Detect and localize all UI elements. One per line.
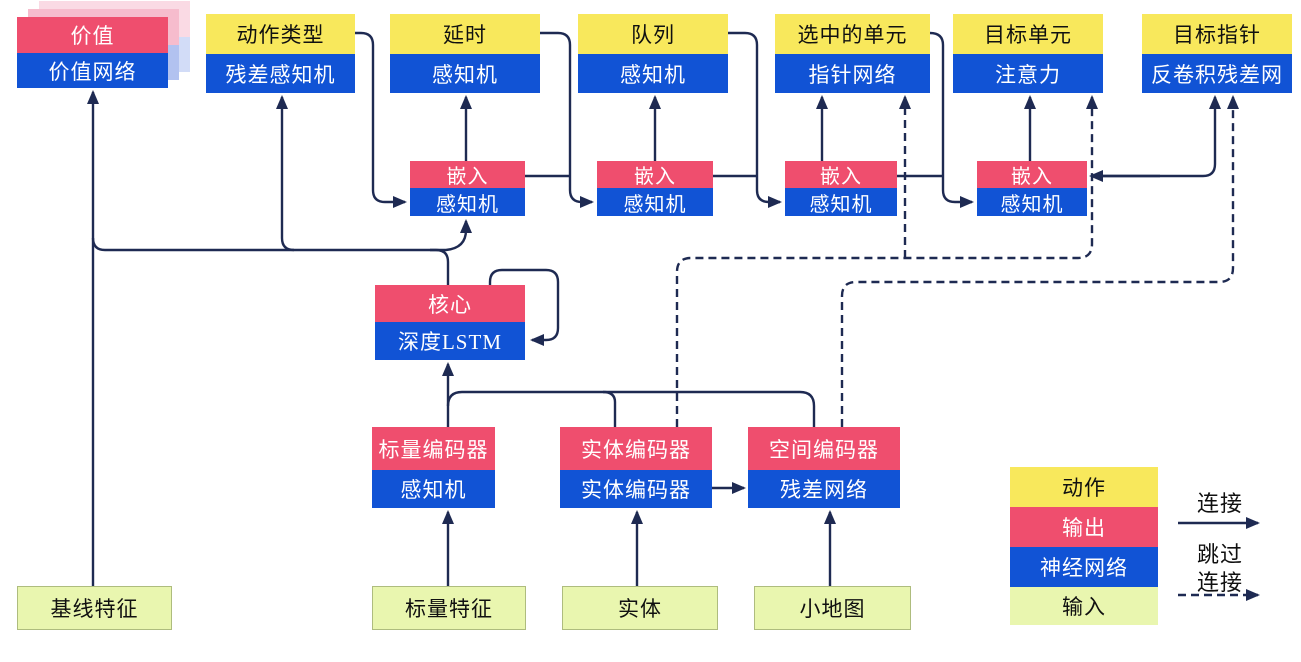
target-unit-label: 目标单元	[953, 14, 1103, 54]
node-entity-encoder: 实体编码器 实体编码器	[560, 427, 712, 508]
node-delay-head: 延时 感知机	[390, 14, 540, 93]
action-type-label: 动作类型	[206, 14, 355, 54]
delay-label: 延时	[390, 14, 540, 54]
node-core: 核心 深度LSTM	[375, 285, 525, 360]
legend-skip-label-line1: 跳过	[1196, 542, 1243, 567]
embedding-4-label: 嵌入	[977, 161, 1087, 188]
node-spatial-encoder: 空间编码器 残差网络	[748, 427, 900, 508]
action-type-network-label: 残差感知机	[206, 54, 355, 93]
legend-output-label: 输出	[1010, 507, 1158, 547]
legend-connection-label: 连接	[1196, 491, 1243, 516]
spatial-encoder-network-label: 残差网络	[748, 470, 900, 508]
node-embedding-2: 嵌入 感知机	[597, 161, 713, 216]
entity-encoder-network-label: 实体编码器	[560, 470, 712, 508]
delay-network-label: 感知机	[390, 54, 540, 93]
node-target-unit-head: 目标单元 注意力	[953, 14, 1103, 93]
node-embedding-4: 嵌入 感知机	[977, 161, 1087, 216]
legend-input-label: 输入	[1010, 587, 1158, 625]
value-network-label: 价值网络	[17, 53, 168, 88]
node-embedding-3: 嵌入 感知机	[785, 161, 897, 216]
selected-units-network-label: 指针网络	[775, 54, 930, 93]
value-output-label: 价值	[17, 17, 168, 53]
core-label: 核心	[375, 285, 525, 322]
scalar-encoder-label: 标量编码器	[372, 427, 495, 470]
embedding-4-network-label: 感知机	[977, 188, 1087, 216]
entity-encoder-label: 实体编码器	[560, 427, 712, 470]
core-network-label: 深度LSTM	[375, 322, 525, 360]
node-scalar-encoder: 标量编码器 感知机	[372, 427, 495, 508]
solid-connection-lines	[87, 31, 1260, 586]
embedding-1-network-label: 感知机	[410, 188, 525, 216]
queue-network-label: 感知机	[578, 54, 728, 93]
legend-network-label: 神经网络	[1010, 547, 1158, 587]
node-value-head: 价值 价值网络	[17, 17, 168, 88]
target-point-network-label: 反卷积残差网	[1142, 54, 1292, 93]
embedding-3-label: 嵌入	[785, 161, 897, 188]
scalar-encoder-network-label: 感知机	[372, 470, 495, 508]
node-action-type-head: 动作类型 残差感知机	[206, 14, 355, 93]
input-entities: 实体	[562, 586, 718, 630]
target-point-label: 目标指针	[1142, 14, 1292, 54]
embedding-2-label: 嵌入	[597, 161, 713, 188]
legend-color-key: 动作 输出 神经网络 输入	[1010, 467, 1158, 625]
queue-label: 队列	[578, 14, 728, 54]
embedding-2-network-label: 感知机	[597, 188, 713, 216]
node-selected-units-head: 选中的单元 指针网络	[775, 14, 930, 93]
node-target-point-head: 目标指针 反卷积残差网	[1142, 14, 1292, 93]
spatial-encoder-label: 空间编码器	[748, 427, 900, 470]
target-unit-network-label: 注意力	[953, 54, 1103, 93]
selected-units-label: 选中的单元	[775, 14, 930, 54]
node-queue-head: 队列 感知机	[578, 14, 728, 93]
node-embedding-1: 嵌入 感知机	[410, 161, 525, 216]
input-scalar-features: 标量特征	[372, 586, 526, 630]
skip-connection-lines	[675, 95, 1260, 601]
legend-action-label: 动作	[1010, 467, 1158, 507]
embedding-3-network-label: 感知机	[785, 188, 897, 216]
input-baseline-features: 基线特征	[17, 586, 172, 630]
embedding-1-label: 嵌入	[410, 161, 525, 188]
input-minimap: 小地图	[754, 586, 911, 630]
legend-skip-label-line2: 连接	[1196, 570, 1243, 595]
